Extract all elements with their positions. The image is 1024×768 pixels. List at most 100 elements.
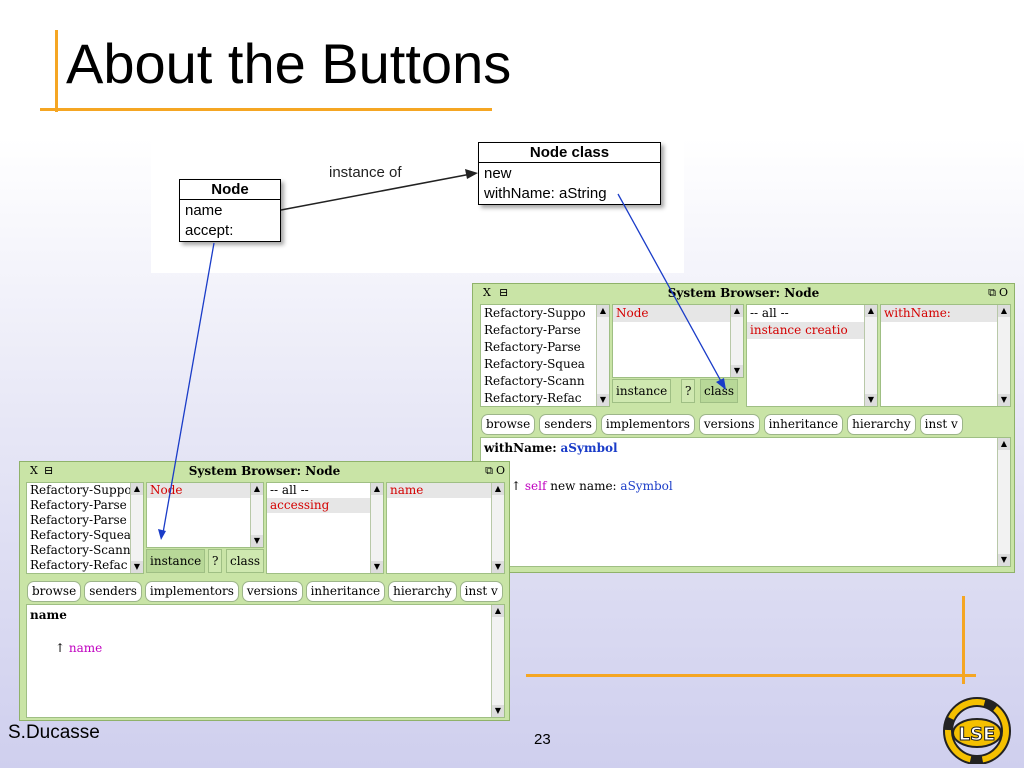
browse-button[interactable]: browse [481,414,536,435]
package-item[interactable]: Refactory-Squea [30,528,131,542]
expand-icon[interactable]: O [495,464,505,477]
versions-button[interactable]: versions [698,414,760,435]
hierarchy-button[interactable]: hierarchy [847,414,916,435]
close-icon[interactable]: X [483,286,491,299]
scroll-up-icon[interactable]: ▲ [597,305,609,317]
scrollbar[interactable]: ▲▼ [730,305,743,377]
senders-button[interactable]: senders [539,414,597,435]
collapse-icon[interactable]: ⧉ [988,286,996,299]
scroll-down-icon[interactable]: ▼ [731,365,743,377]
category-list[interactable]: -- all -- instance creatio ▲▼ [746,304,878,407]
scroll-down-icon[interactable]: ▼ [865,394,877,406]
scroll-down-icon[interactable]: ▼ [597,394,609,406]
class-button[interactable]: class [700,379,739,403]
package-item[interactable]: Refactory-Parse [30,513,127,527]
package-list[interactable]: Refactory-Suppo Refactory-Parse Refactor… [480,304,610,407]
method-body: ↑ self new name: aSymbol [511,479,673,493]
inheritance-button[interactable]: inheritance [305,581,386,602]
scrollbar[interactable]: ▲▼ [250,483,263,547]
package-item[interactable]: Refactory-Parse [30,498,127,512]
method-list[interactable]: withName: ▲▼ [880,304,1011,407]
scrollbar[interactable]: ▲▼ [370,483,383,573]
scroll-down-icon[interactable]: ▼ [131,561,143,573]
package-item[interactable]: Refactory-Refac [484,391,582,405]
scrollbar[interactable]: ▲▼ [491,483,504,573]
author-label: S.Ducasse [8,722,100,743]
instance-button[interactable]: instance [146,549,206,573]
package-item[interactable]: Refactory-Scann [484,374,585,388]
package-item[interactable]: Refactory-Parse [484,323,581,337]
category-list[interactable]: -- all -- accessing ▲▼ [266,482,384,574]
return-arrow: ↑ [511,479,522,493]
package-item[interactable]: Refactory-Suppo [30,483,132,497]
code-pane[interactable]: name ↑ name ▲▼ [26,604,505,718]
expand-icon[interactable]: O [998,286,1008,299]
class-button[interactable]: class [226,549,265,573]
scroll-up-icon[interactable]: ▲ [865,305,877,317]
implementors-button[interactable]: implementors [144,581,239,602]
scroll-down-icon[interactable]: ▼ [492,705,504,717]
help-button[interactable]: ? [681,379,696,403]
collapse-icon[interactable]: ⧉ [485,464,493,477]
category-item-selected[interactable]: accessing [267,498,383,513]
scroll-up-icon[interactable]: ▲ [251,483,263,495]
scrollbar[interactable]: ▲▼ [997,305,1010,406]
help-button[interactable]: ? [208,549,223,573]
window-titlebar[interactable]: X ⊟ System Browser: Node ⧉ O [473,284,1014,302]
scroll-up-icon[interactable]: ▲ [998,305,1010,317]
browse-button[interactable]: browse [27,581,82,602]
scroll-down-icon[interactable]: ▼ [998,394,1010,406]
versions-button[interactable]: versions [241,581,303,602]
system-browser-instance-side[interactable]: X ⊟ System Browser: Node ⧉ O Refactory-S… [19,461,510,721]
package-item[interactable]: Refactory-Squea [484,357,585,371]
implementors-button[interactable]: implementors [600,414,695,435]
hierarchy-button[interactable]: hierarchy [388,581,457,602]
senders-button[interactable]: senders [84,581,142,602]
package-item[interactable]: Refactory-Parse [484,340,581,354]
scroll-down-icon[interactable]: ▼ [998,554,1010,566]
scroll-up-icon[interactable]: ▲ [492,483,504,495]
inst-vars-button[interactable]: inst v [919,414,963,435]
system-browser-class-side[interactable]: X ⊟ System Browser: Node ⧉ O Refactory-S… [472,283,1015,573]
signature-argument: aSymbol [560,441,618,455]
package-list[interactable]: Refactory-Suppo Refactory-Parse Refactor… [26,482,144,574]
scroll-up-icon[interactable]: ▲ [731,305,743,317]
window-menu-icon[interactable]: ⊟ [44,464,54,477]
inheritance-button[interactable]: inheritance [763,414,844,435]
scroll-up-icon[interactable]: ▲ [998,438,1010,450]
package-item[interactable]: Refactory-Scann [30,543,131,557]
instance-button[interactable]: instance [612,379,672,403]
window-titlebar[interactable]: X ⊟ System Browser: Node ⧉ O [20,462,509,480]
scrollbar[interactable]: ▲▼ [864,305,877,406]
scroll-up-icon[interactable]: ▲ [492,605,504,617]
method-item-selected[interactable]: name [387,483,504,498]
method-list[interactable]: name ▲▼ [386,482,505,574]
category-item[interactable]: -- all -- [750,306,789,320]
inst-vars-button[interactable]: inst v [459,581,503,602]
package-item[interactable]: Refactory-Suppo [484,306,586,320]
scroll-down-icon[interactable]: ▼ [492,561,504,573]
package-item[interactable]: Refactory-Refac [30,558,128,572]
window-menu-icon[interactable]: ⊟ [499,286,509,299]
category-item-selected[interactable]: instance creatio [747,322,877,339]
scroll-down-icon[interactable]: ▼ [251,535,263,547]
method-item-selected[interactable]: withName: [881,305,1010,322]
bottom-accent-vertical [962,596,965,684]
scroll-up-icon[interactable]: ▲ [131,483,143,495]
scrollbar[interactable]: ▲▼ [997,438,1010,566]
scrollbar[interactable]: ▲▼ [491,605,504,717]
uml-node-member: name [185,202,223,219]
class-item-selected[interactable]: Node [147,483,263,498]
class-list[interactable]: Node ▲▼ [612,304,744,378]
code-pane[interactable]: withName: aSymbol ↑ self new name: aSymb… [480,437,1011,567]
scrollbar[interactable]: ▲▼ [596,305,609,406]
close-icon[interactable]: X [30,464,38,477]
category-item[interactable]: -- all -- [270,483,309,497]
scrollbar[interactable]: ▲▼ [130,483,143,573]
class-item-selected[interactable]: Node [613,305,743,322]
scroll-up-icon[interactable]: ▲ [371,483,383,495]
class-list[interactable]: Node ▲▼ [146,482,264,548]
scroll-down-icon[interactable]: ▼ [371,561,383,573]
uml-diagram: Node name accept: Node class new withNam… [151,120,684,273]
uml-class-member: withName: aString [484,185,607,202]
